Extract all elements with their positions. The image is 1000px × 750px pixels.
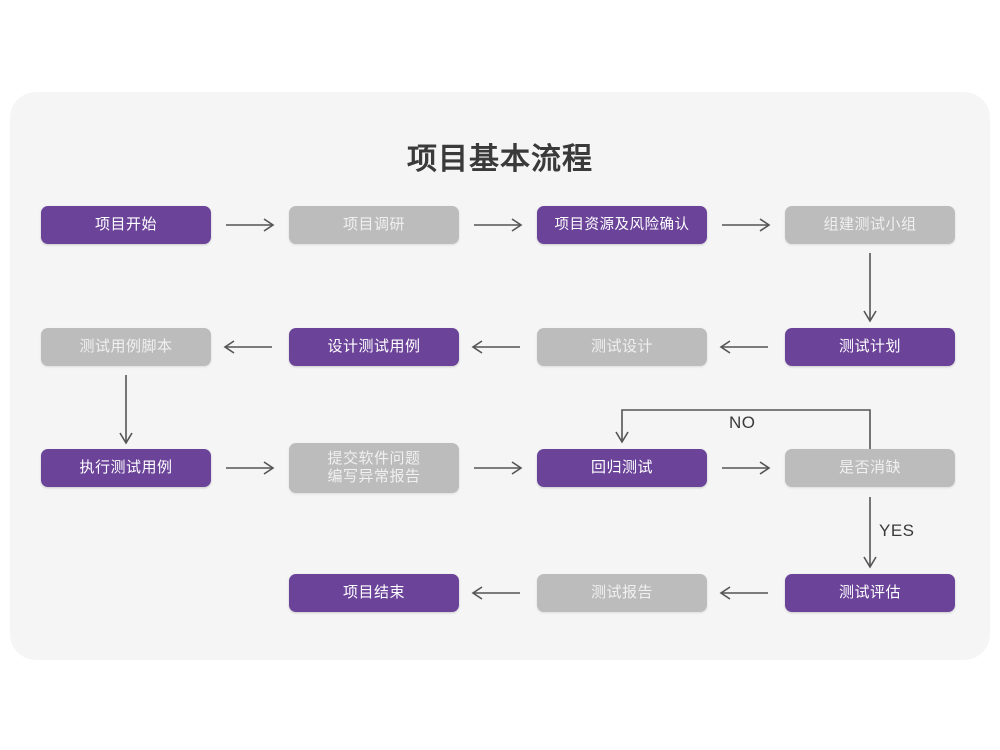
node-test-report[interactable]: 测试报告 [537, 574, 707, 612]
node-test-evaluation[interactable]: 测试评估 [785, 574, 955, 612]
node-design-test-cases[interactable]: 设计测试用例 [289, 328, 459, 366]
node-regression-test[interactable]: 回归测试 [537, 449, 707, 487]
node-project-research[interactable]: 项目调研 [289, 206, 459, 244]
node-submit-issues-report[interactable]: 提交软件问题 编写异常报告 [289, 443, 459, 493]
node-execute-test-cases[interactable]: 执行测试用例 [41, 449, 211, 487]
node-test-plan[interactable]: 测试计划 [785, 328, 955, 366]
edge-label-no: NO [729, 413, 756, 432]
node-resource-risk-confirm[interactable]: 项目资源及风险确认 [537, 206, 707, 244]
node-test-case-script[interactable]: 测试用例脚本 [41, 328, 211, 366]
node-project-start[interactable]: 项目开始 [41, 206, 211, 244]
content-card [10, 92, 990, 660]
page-title: 项目基本流程 [407, 143, 593, 176]
node-project-end[interactable]: 项目结束 [289, 574, 459, 612]
node-form-test-team[interactable]: 组建测试小组 [785, 206, 955, 244]
edge-label-yes: YES [879, 521, 915, 540]
node-defects-cleared[interactable]: 是否消缺 [785, 449, 955, 487]
node-test-design[interactable]: 测试设计 [537, 328, 707, 366]
